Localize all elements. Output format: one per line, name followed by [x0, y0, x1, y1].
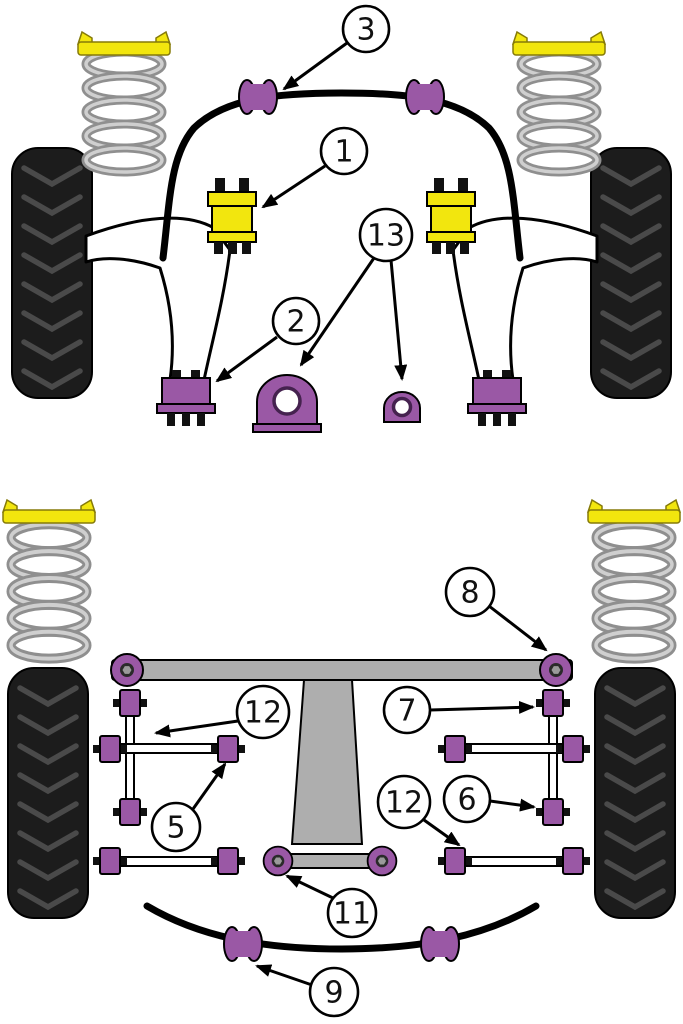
callout-11-number: 11: [333, 897, 371, 932]
callout-8: 8: [444, 566, 496, 618]
arrow-to-part-3: [282, 41, 348, 91]
callout-7: 7: [382, 685, 432, 735]
rear-suspension-view: [3, 500, 680, 962]
arrow-to-part-12a: [154, 719, 239, 738]
callout-11: 11: [326, 887, 378, 939]
callout-arrows: [154, 41, 548, 987]
callout-9-number: 9: [324, 976, 343, 1011]
arrow-to-part-13b: [389, 259, 408, 381]
arrow-to-part-5: [191, 762, 227, 810]
callout-13-number: 13: [367, 219, 405, 254]
front-right-assembly: [427, 32, 671, 426]
callout-6-number: 6: [457, 783, 476, 818]
front-left-assembly: [12, 32, 256, 426]
arrow-to-part-8: [488, 604, 548, 652]
callout-12-left-number: 12: [244, 696, 282, 731]
callout-5-number: 5: [166, 811, 185, 846]
callout-12-left: 12: [235, 684, 291, 740]
arrow-to-part-12b: [423, 818, 461, 847]
callout-1-number: 1: [334, 135, 353, 170]
front-suspension-view: [12, 32, 671, 434]
front-anti-roll-bar: [159, 89, 524, 262]
callout-6: 6: [442, 774, 492, 824]
trailing-arm: [290, 679, 364, 845]
callout-5: 5: [150, 801, 202, 853]
arrow-to-part-13a: [299, 257, 376, 367]
callout-8-number: 8: [460, 576, 479, 611]
callout-1: 1: [319, 126, 369, 176]
arrow-to-part-11: [285, 874, 334, 900]
callout-9: 9: [308, 966, 360, 1018]
callout-2: 2: [271, 296, 321, 346]
rear-left-assembly: [3, 500, 245, 918]
callout-13: 13: [358, 207, 414, 263]
arrow-to-part-6: [489, 798, 536, 812]
arrow-to-part-1: [261, 164, 326, 209]
callout-badges: 3 1 13 2 8 12 7 5: [150, 4, 496, 1018]
callout-2-number: 2: [286, 305, 305, 340]
rear-subframe-beam: [111, 659, 573, 681]
rear-anti-roll-bar: [143, 902, 540, 953]
callout-12-right-number: 12: [385, 786, 423, 821]
callout-12-right: 12: [376, 774, 432, 830]
arrow-to-part-7: [429, 700, 535, 714]
callout-7-number: 7: [397, 694, 416, 729]
callout-3-number: 3: [356, 13, 375, 48]
arrow-to-part-9: [255, 964, 313, 987]
arrow-to-part-2: [215, 335, 278, 383]
callout-3: 3: [341, 4, 391, 54]
